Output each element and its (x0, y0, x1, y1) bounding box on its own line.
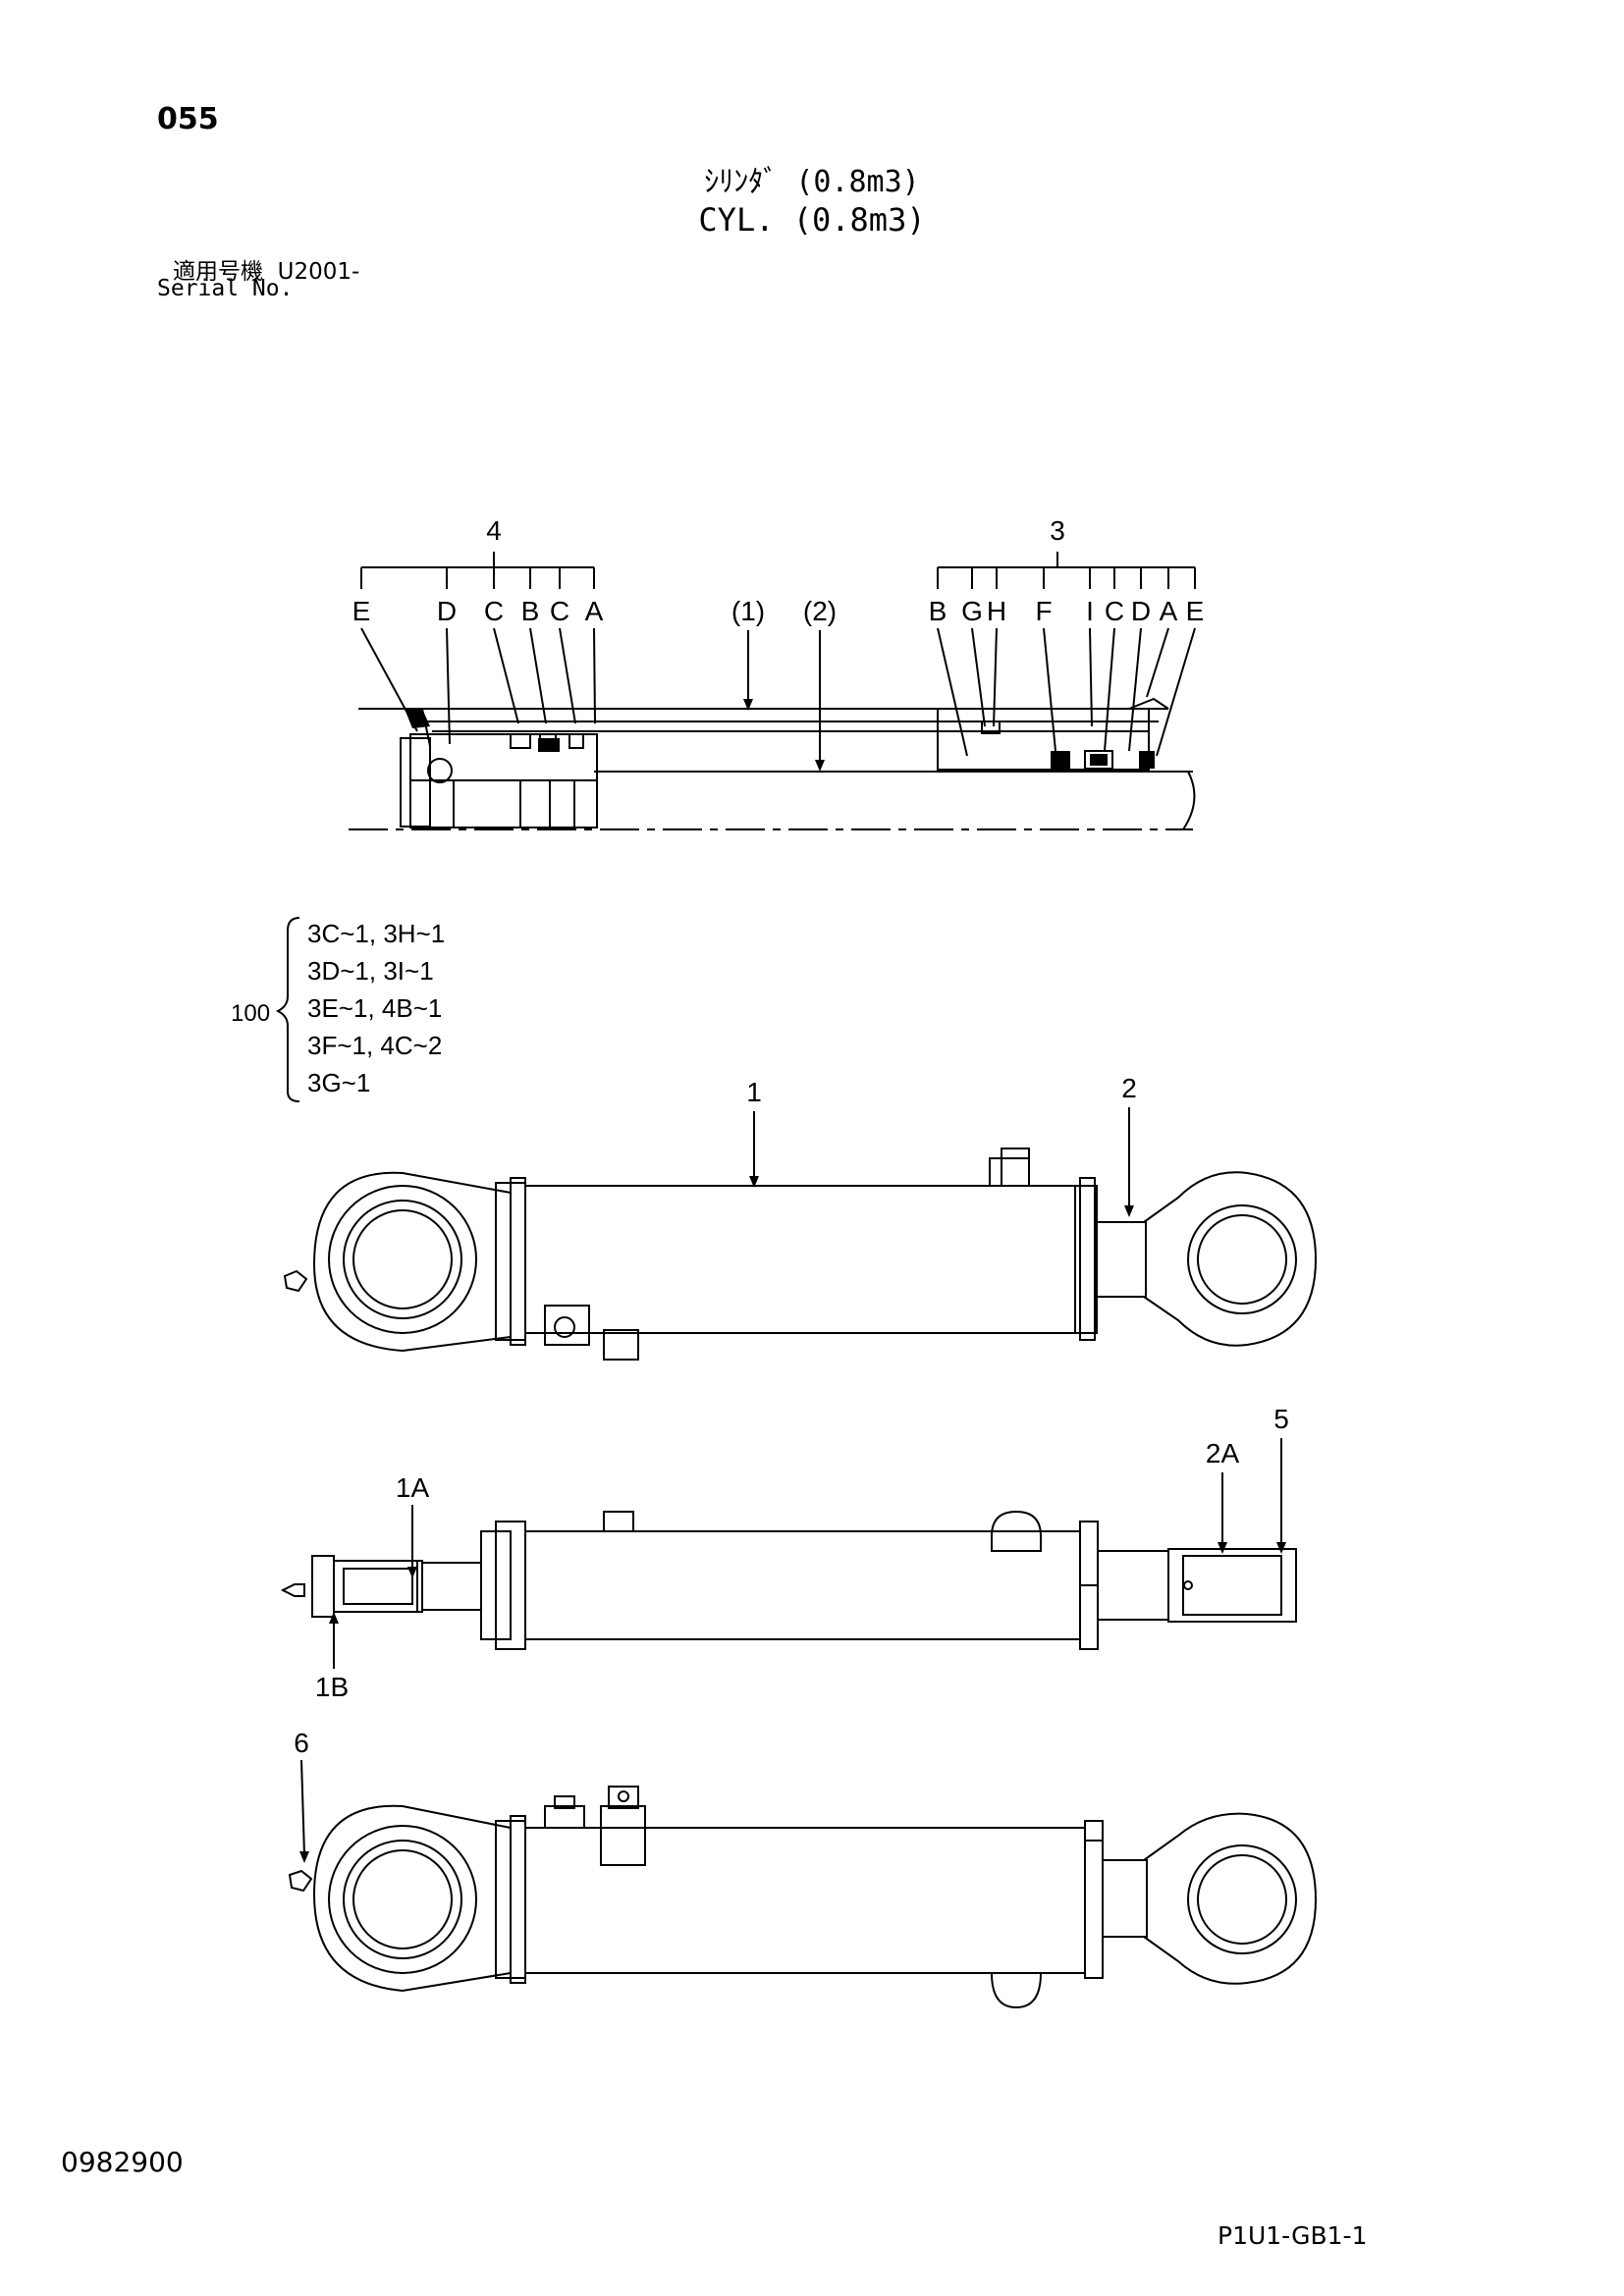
kit-line-1: 3C~1, 3H~1 (307, 919, 445, 948)
cylinder-view-middle: 1A 1B 2A 5 (280, 1404, 1297, 1702)
serial-label-japanese: 適用号機 U2001- (173, 252, 359, 286)
label-3C: C (1105, 596, 1124, 626)
label-3D: D (1131, 596, 1151, 626)
label-3B: B (929, 596, 947, 626)
callout-2A: 2A (1206, 1438, 1240, 1468)
kit-list: 100 3C~1, 3H~1 3D~1, 3I~1 3E~1, 4B~1 3F~… (231, 917, 445, 1102)
page-number: 055 (157, 102, 219, 136)
label-3A: A (1160, 596, 1178, 626)
ref-2: (2) (803, 596, 837, 626)
callout-1A: 1A (396, 1472, 430, 1503)
callout-3: 3 (1050, 515, 1065, 546)
kit-line-2: 3D~1, 3I~1 (307, 956, 434, 986)
label-4C-2: C (550, 596, 569, 626)
ref-1: (1) (731, 596, 765, 626)
kit-line-4: 3F~1, 4C~2 (307, 1031, 442, 1060)
callout-6: 6 (294, 1728, 309, 1758)
serial-label-english: Serial No. (157, 276, 294, 301)
label-4D: D (437, 596, 457, 626)
document-number: 0982900 (61, 2146, 184, 2178)
kit-line-3: 3E~1, 4B~1 (307, 993, 442, 1023)
callout-1B: 1B (315, 1672, 349, 1702)
cylinder-view-top: 1 2 (283, 1073, 1318, 1361)
sheet-code: P1U1-GB1-1 (1218, 2221, 1368, 2250)
serial-label-jp-text: 適用号機 (173, 259, 263, 285)
callout-2: 2 (1121, 1073, 1137, 1103)
serial-value: U2001- (277, 259, 360, 285)
section-view: 4 E D C B C A 3 B G H F (349, 515, 1205, 830)
label-4E: E (352, 596, 371, 626)
title-english: CYL. (0.8m3) (698, 201, 926, 239)
label-3H: H (987, 596, 1006, 626)
title-japanese: ｼﾘﾝﾀﾞ (0.8m3) (704, 165, 920, 199)
callout-4: 4 (486, 515, 502, 546)
kit-line-5: 3G~1 (307, 1068, 370, 1097)
callout-1: 1 (746, 1077, 762, 1107)
label-4B: B (521, 596, 540, 626)
cylinder-view-bottom: 6 (288, 1728, 1318, 2009)
label-4C: C (484, 596, 504, 626)
label-3G: G (961, 596, 983, 626)
label-3I: I (1086, 596, 1094, 626)
label-3E: E (1186, 596, 1205, 626)
callout-5: 5 (1273, 1404, 1289, 1434)
label-4A: A (585, 596, 604, 626)
kit-number: 100 (231, 1000, 270, 1027)
label-3F: F (1035, 596, 1052, 626)
